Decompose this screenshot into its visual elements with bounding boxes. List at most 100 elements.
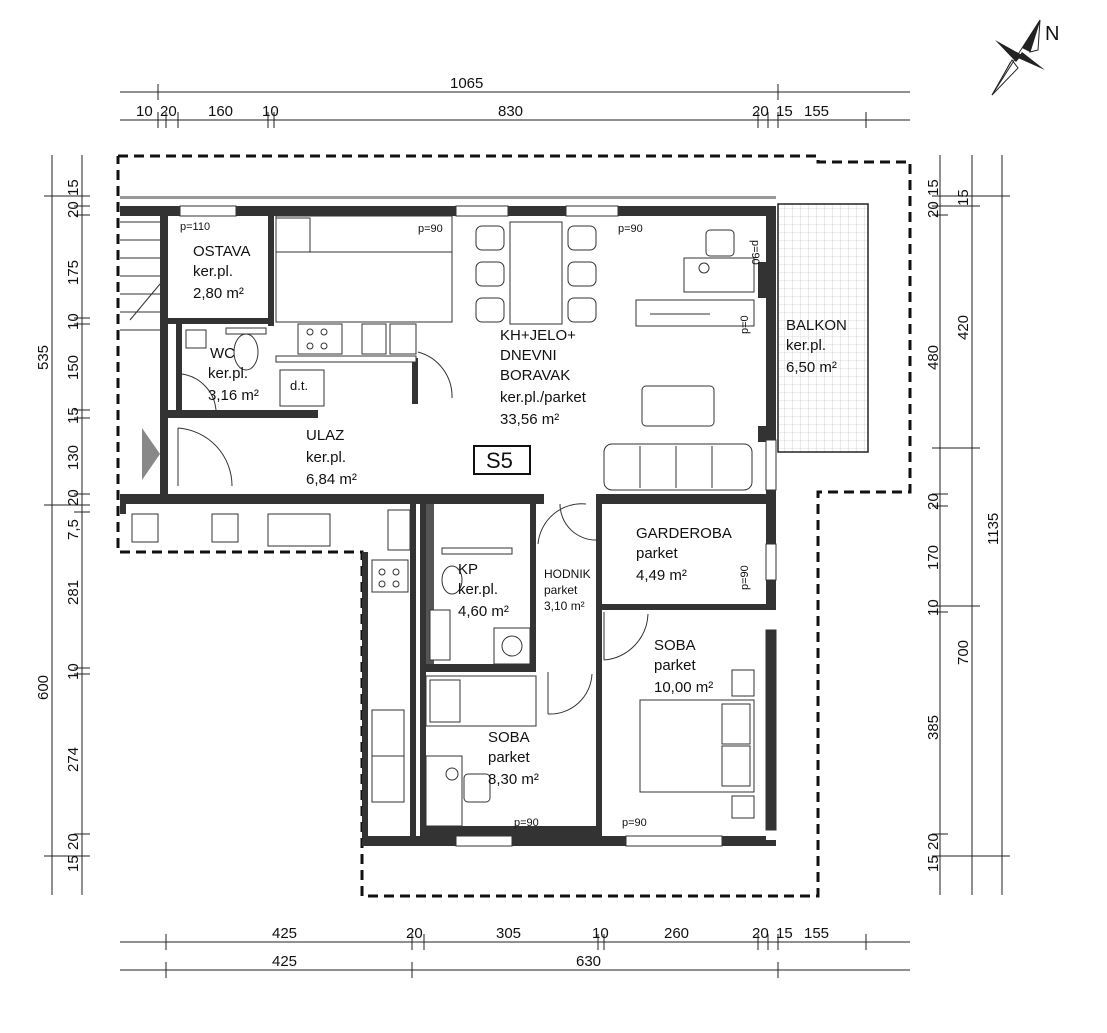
dim-right-total: 1135: [985, 513, 1002, 545]
room-living-name2: DNEVNI: [500, 347, 557, 364]
door-hodnik: [537, 503, 587, 545]
room-hodnik-area: 3,10 m²: [544, 599, 585, 613]
dim-right-6: 385: [925, 715, 942, 740]
opening-p0: p=0: [739, 315, 751, 334]
windows: [179, 205, 777, 847]
dimension-lines: [44, 84, 1010, 978]
room-ostava-area: 2,80 m²: [193, 285, 244, 302]
room-ulaz-area: 6,84 m²: [306, 471, 357, 488]
entrance-arrow-icon: [142, 428, 160, 480]
opening-p90-2: p=90: [618, 223, 643, 235]
desk: [635, 229, 755, 327]
room-soba2-floor: parket: [488, 749, 531, 766]
opening-p90-4: p=90: [739, 565, 751, 590]
dim-bottom2-0: 425: [272, 953, 297, 970]
door-garderoba: [559, 503, 599, 541]
label-dt: d.t.: [290, 378, 308, 393]
dim-bottom1-5: 20: [752, 925, 769, 942]
door-kitchen: [417, 351, 453, 399]
dim-top-1: 20: [160, 103, 177, 120]
dim-left-4: 150: [65, 355, 82, 380]
door-entrance: [177, 427, 233, 487]
room-garderoba-area: 4,49 m²: [636, 567, 687, 584]
dim-top-2: 160: [208, 103, 233, 120]
dim-right-mid-0: 420: [955, 315, 972, 340]
dim-bottom1-1: 20: [406, 925, 423, 942]
room-hodnik-name: HODNIK: [544, 567, 591, 581]
dim-right-4: 170: [925, 545, 942, 570]
wc-fixtures: [185, 327, 267, 371]
boundary-dashed: [116, 154, 912, 898]
room-soba2-name: SOBA: [488, 729, 530, 746]
dim-right-5: 10: [925, 599, 942, 616]
dim-top-3: 10: [262, 103, 279, 120]
room-soba1-name: SOBA: [654, 637, 696, 654]
dim-bottom1-7: 155: [804, 925, 829, 942]
opening-p110: p=110: [180, 221, 210, 233]
door-wc: [181, 373, 217, 411]
balcony-area: [777, 203, 869, 453]
room-soba2-area: 8,30 m²: [488, 771, 539, 788]
dim-bottom2-1: 630: [576, 953, 601, 970]
room-kp-name: KP: [458, 561, 478, 578]
opening-p90-6: p=90: [622, 817, 647, 829]
dim-right-mid-2: 700: [955, 640, 972, 665]
kp-fixtures: [429, 547, 531, 665]
room-kp-area: 4,60 m²: [458, 603, 509, 620]
dim-top-5: 20: [752, 103, 769, 120]
room-soba1-area: 10,00 m²: [654, 679, 713, 696]
dim-bottom1-4: 260: [664, 925, 689, 942]
north-arrow-icon: [991, 19, 1045, 96]
room-balkon-area: 6,50 m²: [786, 359, 837, 376]
room-ulaz-floor: ker.pl.: [306, 449, 346, 466]
dim-bottom1-0: 425: [272, 925, 297, 942]
unit-badge: [473, 445, 531, 475]
lower-left-fixtures: [131, 509, 411, 803]
dim-left-13: 15: [65, 855, 82, 872]
dim-top-6: 15: [776, 103, 793, 120]
dim-right-3: 20: [925, 493, 942, 510]
walls: [120, 196, 776, 846]
room-kp-floor: ker.pl.: [458, 581, 498, 598]
kitchen: [275, 215, 453, 407]
room-wc-name: WC: [210, 345, 235, 362]
room-ostava-floor: ker.pl.: [193, 263, 233, 280]
north-label: N: [1045, 23, 1059, 45]
dim-top-7: 155: [804, 103, 829, 120]
dim-left-12: 20: [65, 833, 82, 850]
dim-left-total-2: 600: [35, 675, 52, 700]
room-living-name3: BORAVAK: [500, 367, 570, 384]
dim-left-2: 175: [65, 260, 82, 285]
door-soba2: [547, 672, 593, 715]
dim-bottom1-6: 15: [776, 925, 793, 942]
room-garderoba-name: GARDEROBA: [636, 525, 732, 542]
room-living-name1: KH+JELO+: [500, 327, 576, 344]
dining-table: [475, 221, 597, 325]
room-ostava-name: OSTAVA: [193, 243, 251, 260]
room-ulaz-name: ULAZ: [306, 427, 344, 444]
room-garderoba-floor: parket: [636, 545, 679, 562]
stairs: [120, 221, 161, 331]
room-balkon-name: BALKON: [786, 317, 847, 334]
dim-top-4: 830: [498, 103, 523, 120]
dim-left-1: 15: [65, 179, 82, 196]
dim-left-10: 10: [65, 663, 82, 680]
dim-left-9: 281: [65, 580, 82, 605]
dim-right-1: 15: [925, 179, 942, 196]
dim-left-8: 7,5: [65, 519, 82, 540]
dim-left-11: 274: [65, 747, 82, 772]
opening-p90-3: p=90: [749, 240, 761, 265]
room-wc-floor: ker.pl.: [208, 365, 248, 382]
dim-bottom1-2: 305: [496, 925, 521, 942]
dim-right-8: 15: [925, 855, 942, 872]
door-soba1: [603, 612, 649, 661]
dim-right-7: 20: [925, 833, 942, 850]
furniture-soba2: [425, 675, 537, 827]
dim-left-total-1: 535: [35, 345, 52, 370]
sofa: [603, 385, 753, 491]
room-hodnik-floor: parket: [544, 583, 578, 597]
dim-right-mid-1: 480: [925, 345, 942, 370]
room-balkon-floor: ker.pl.: [786, 337, 826, 354]
dim-top-0: 10: [136, 103, 153, 120]
